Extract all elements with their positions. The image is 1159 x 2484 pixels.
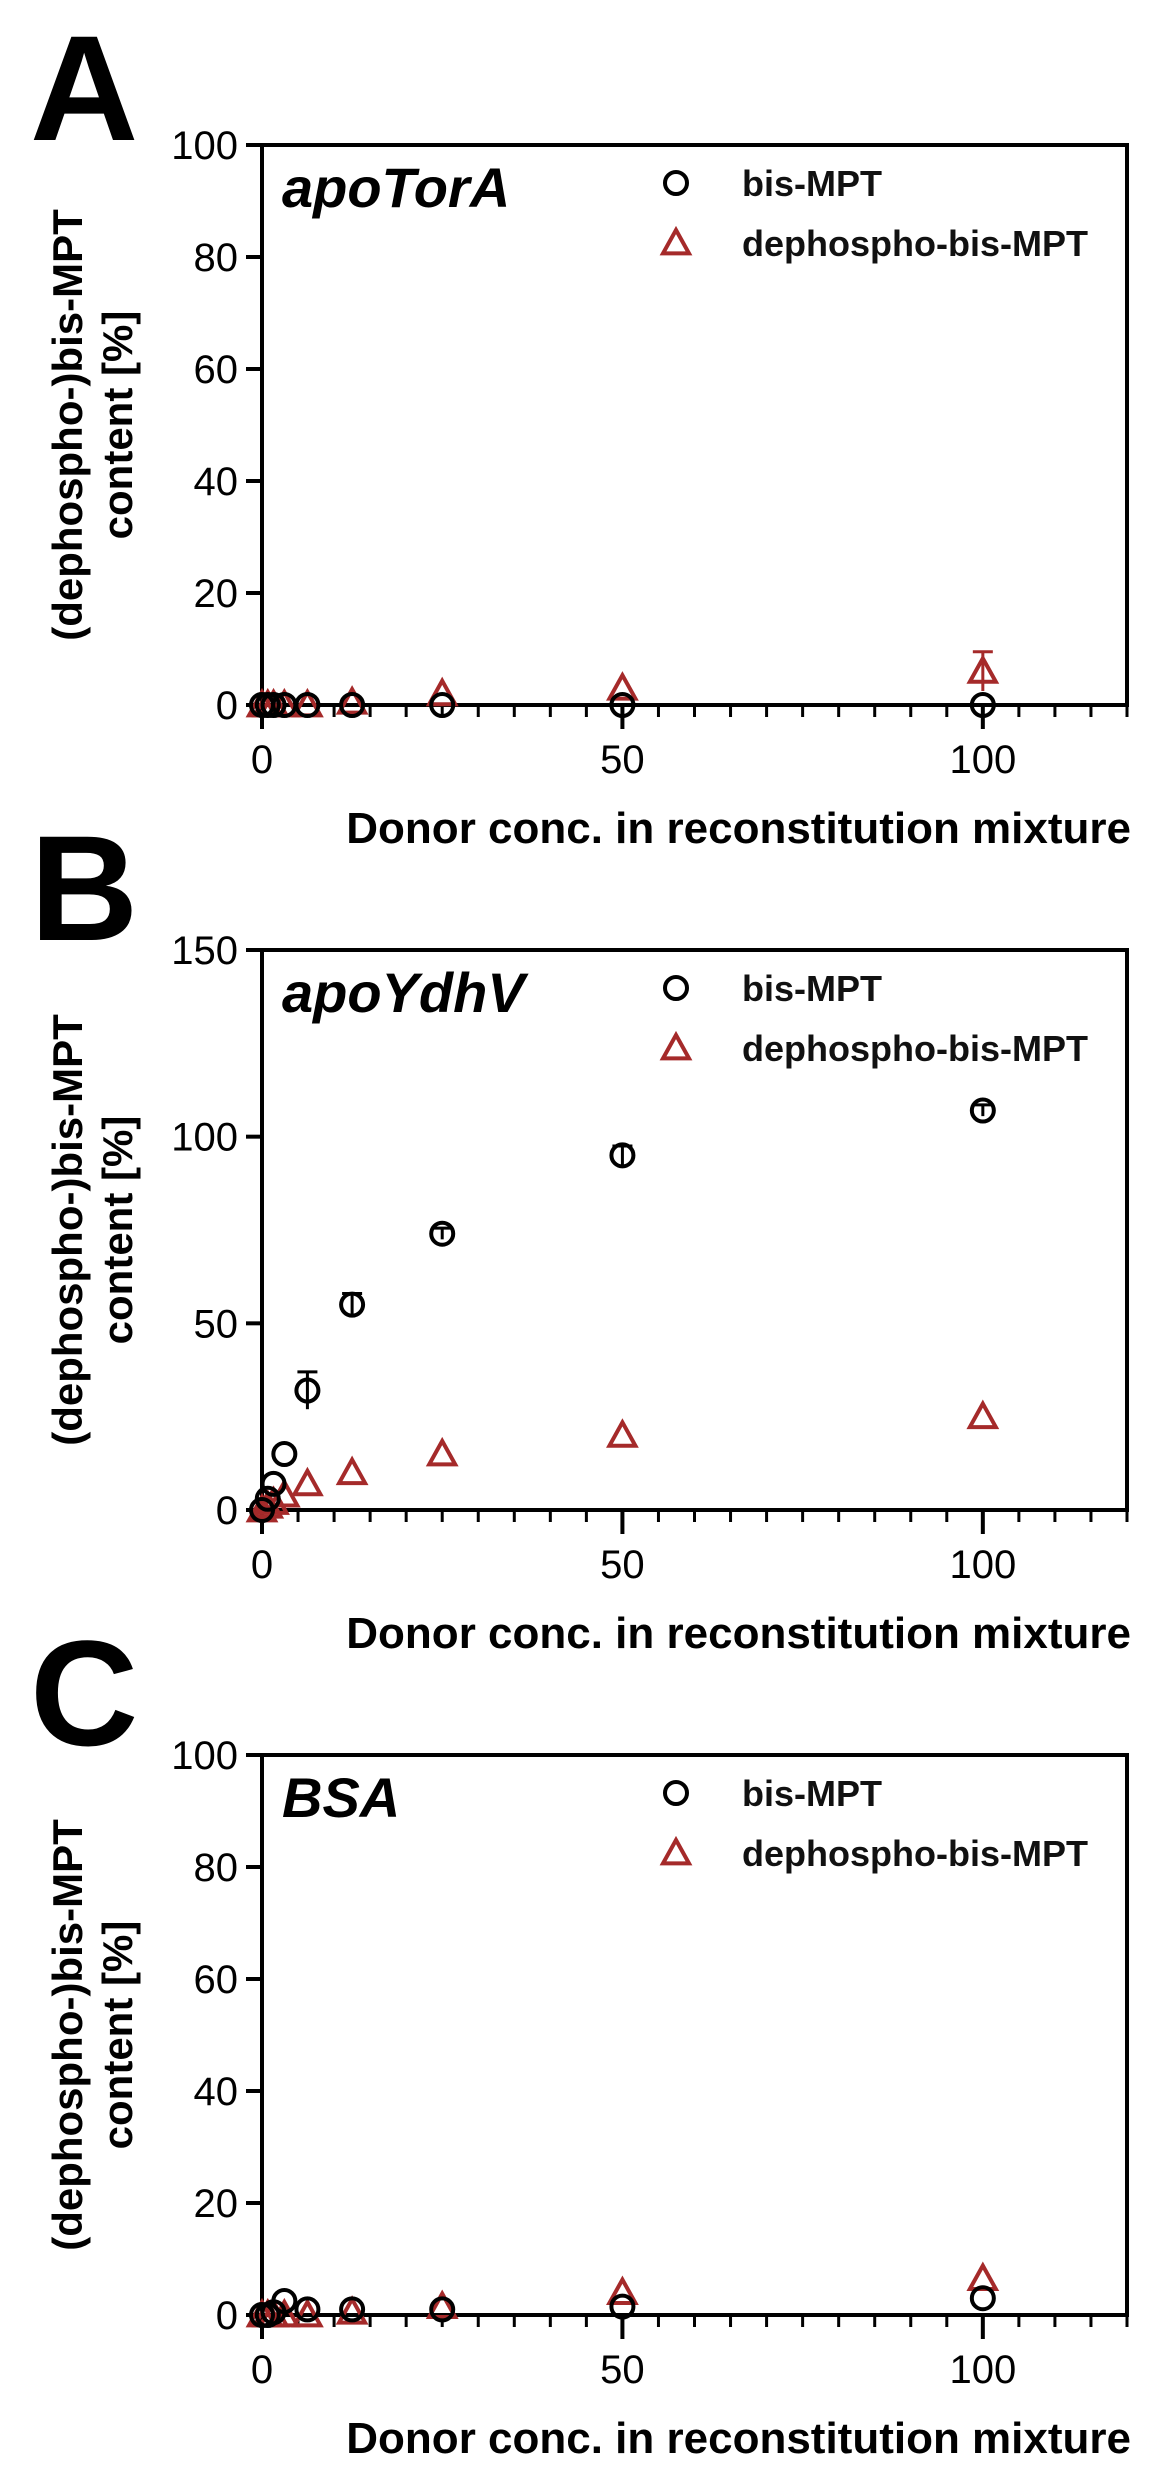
y-axis-label-line1: (dephospho-)bis-MPT <box>44 209 91 641</box>
x-axis-label: Donor conc. in reconstitution mixture <box>346 2414 1131 2463</box>
data-point <box>425 676 459 707</box>
data-point <box>966 1399 1000 1430</box>
y-tick-label: 80 <box>194 1846 239 1890</box>
legend-label: bis-MPT <box>742 968 882 1009</box>
inset-title: BSA <box>282 1766 400 1829</box>
series-bis-mpt <box>249 1097 996 1523</box>
series-dephospho-bis-mpt <box>245 1399 1000 1523</box>
legend-label: dephospho-bis-MPT <box>742 1833 1088 1874</box>
legend-label: dephospho-bis-MPT <box>742 223 1088 264</box>
legend-label: bis-MPT <box>742 1773 882 1814</box>
x-tick-label: 100 <box>949 1543 1016 1587</box>
legend-item: dephospho-bis-MPT <box>659 1833 1088 1874</box>
x-tick-label: 100 <box>949 2348 1016 2392</box>
data-point <box>339 2296 366 2323</box>
data-point <box>335 685 369 715</box>
data-point <box>425 1436 459 1467</box>
y-tick-label: 40 <box>194 460 239 504</box>
data-point <box>429 2296 456 2323</box>
y-axis-label-line2: content [%] <box>94 1921 141 2150</box>
data-point <box>429 692 456 718</box>
y-tick-label: 20 <box>194 572 239 616</box>
y-tick-label: 100 <box>171 1734 238 1778</box>
y-axis-label-line1: (dephospho-)bis-MPT <box>44 1819 91 2251</box>
data-point <box>609 692 636 718</box>
x-tick-label: 50 <box>600 738 645 782</box>
y-tick-label: 0 <box>216 2294 238 2338</box>
y-axis-label-line2: content [%] <box>94 1116 141 1345</box>
y-tick-label: 150 <box>171 929 238 973</box>
data-point <box>339 1291 366 1318</box>
y-tick-label: 80 <box>194 236 239 280</box>
y-axis-label-line2: content [%] <box>94 311 141 540</box>
data-point <box>294 2296 321 2323</box>
data-point <box>609 1142 636 1169</box>
data-point <box>609 2293 636 2320</box>
legend-item: dephospho-bis-MPT <box>659 223 1088 264</box>
legend-marker-circle <box>663 1780 689 1806</box>
y-tick-label: 100 <box>171 124 238 168</box>
x-tick-label: 50 <box>600 1543 645 1587</box>
panel-letter: B <box>30 804 138 972</box>
y-tick-label: 100 <box>171 1116 238 1160</box>
data-point <box>294 692 321 718</box>
legend-label: bis-MPT <box>742 163 882 204</box>
data-point <box>339 692 366 718</box>
x-tick-label: 0 <box>251 2348 273 2392</box>
data-point <box>254 1485 281 1512</box>
inset-title: apoYdhV <box>282 961 529 1024</box>
y-tick-label: 40 <box>194 2070 239 2114</box>
data-point <box>606 2275 639 2305</box>
y-axis-label-line1: (dephospho-)bis-MPT <box>44 1014 91 1446</box>
y-tick-label: 60 <box>194 348 239 392</box>
legend-marker-triangle <box>659 1835 693 1866</box>
legend-marker-triangle <box>659 1030 693 1061</box>
data-point <box>271 2288 298 2314</box>
legend-marker-triangle <box>659 225 693 256</box>
series-bis-mpt <box>249 2285 996 2328</box>
data-point <box>425 2289 459 2319</box>
y-tick-label: 60 <box>194 1958 239 2002</box>
legend-item: bis-MPT <box>663 163 882 204</box>
inset-title: apoTorA <box>282 156 510 219</box>
x-tick-label: 0 <box>251 738 273 782</box>
data-point <box>260 1470 287 1497</box>
data-point <box>969 692 996 718</box>
data-point <box>271 1441 298 1467</box>
legend-marker-circle <box>663 170 689 196</box>
panel-letter: C <box>30 1609 138 1777</box>
y-tick-label: 50 <box>194 1302 239 1346</box>
legend-item: dephospho-bis-MPT <box>659 1028 1088 1069</box>
data-point <box>335 2295 369 2325</box>
data-point <box>294 1377 321 1404</box>
y-tick-label: 0 <box>216 684 238 728</box>
legend-marker-circle <box>663 975 689 1001</box>
data-point <box>335 1455 369 1486</box>
x-axis-label: Donor conc. in reconstitution mixture <box>346 1609 1131 1658</box>
data-point <box>969 2285 996 2312</box>
data-point <box>291 2297 324 2328</box>
data-point <box>260 692 287 718</box>
x-tick-label: 50 <box>600 2348 645 2392</box>
data-point <box>429 1220 456 1247</box>
y-tick-label: 0 <box>216 1489 238 1533</box>
x-axis-label: Donor conc. in reconstitution mixture <box>346 804 1131 853</box>
x-tick-label: 100 <box>949 738 1016 782</box>
legend-item: bis-MPT <box>663 1773 882 1814</box>
x-tick-label: 0 <box>251 1543 273 1587</box>
series-bis-mpt <box>249 692 996 718</box>
legend-item: bis-MPT <box>663 968 882 1009</box>
legend-label: dephospho-bis-MPT <box>742 1028 1088 1069</box>
data-point <box>969 1097 996 1124</box>
data-point <box>291 1466 324 1497</box>
data-point <box>966 654 1000 684</box>
data-point <box>606 671 639 701</box>
y-tick-label: 20 <box>194 2182 239 2226</box>
data-point <box>606 1418 639 1448</box>
panel-letter: A <box>30 4 138 172</box>
